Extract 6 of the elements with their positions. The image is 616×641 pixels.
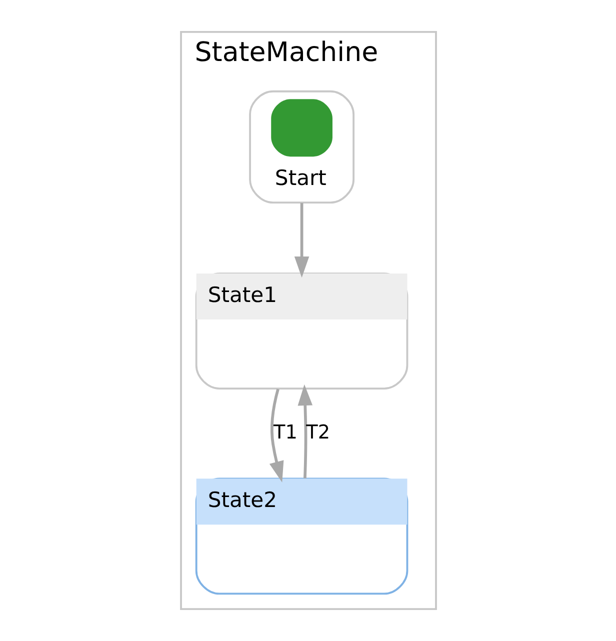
node-box: Start — [248, 90, 354, 204]
arrow — [294, 202, 309, 278]
edge-label: T1 — [273, 420, 297, 444]
arrow — [297, 384, 312, 478]
edge-label: T2 — [306, 420, 330, 444]
arrow — [268, 388, 284, 482]
